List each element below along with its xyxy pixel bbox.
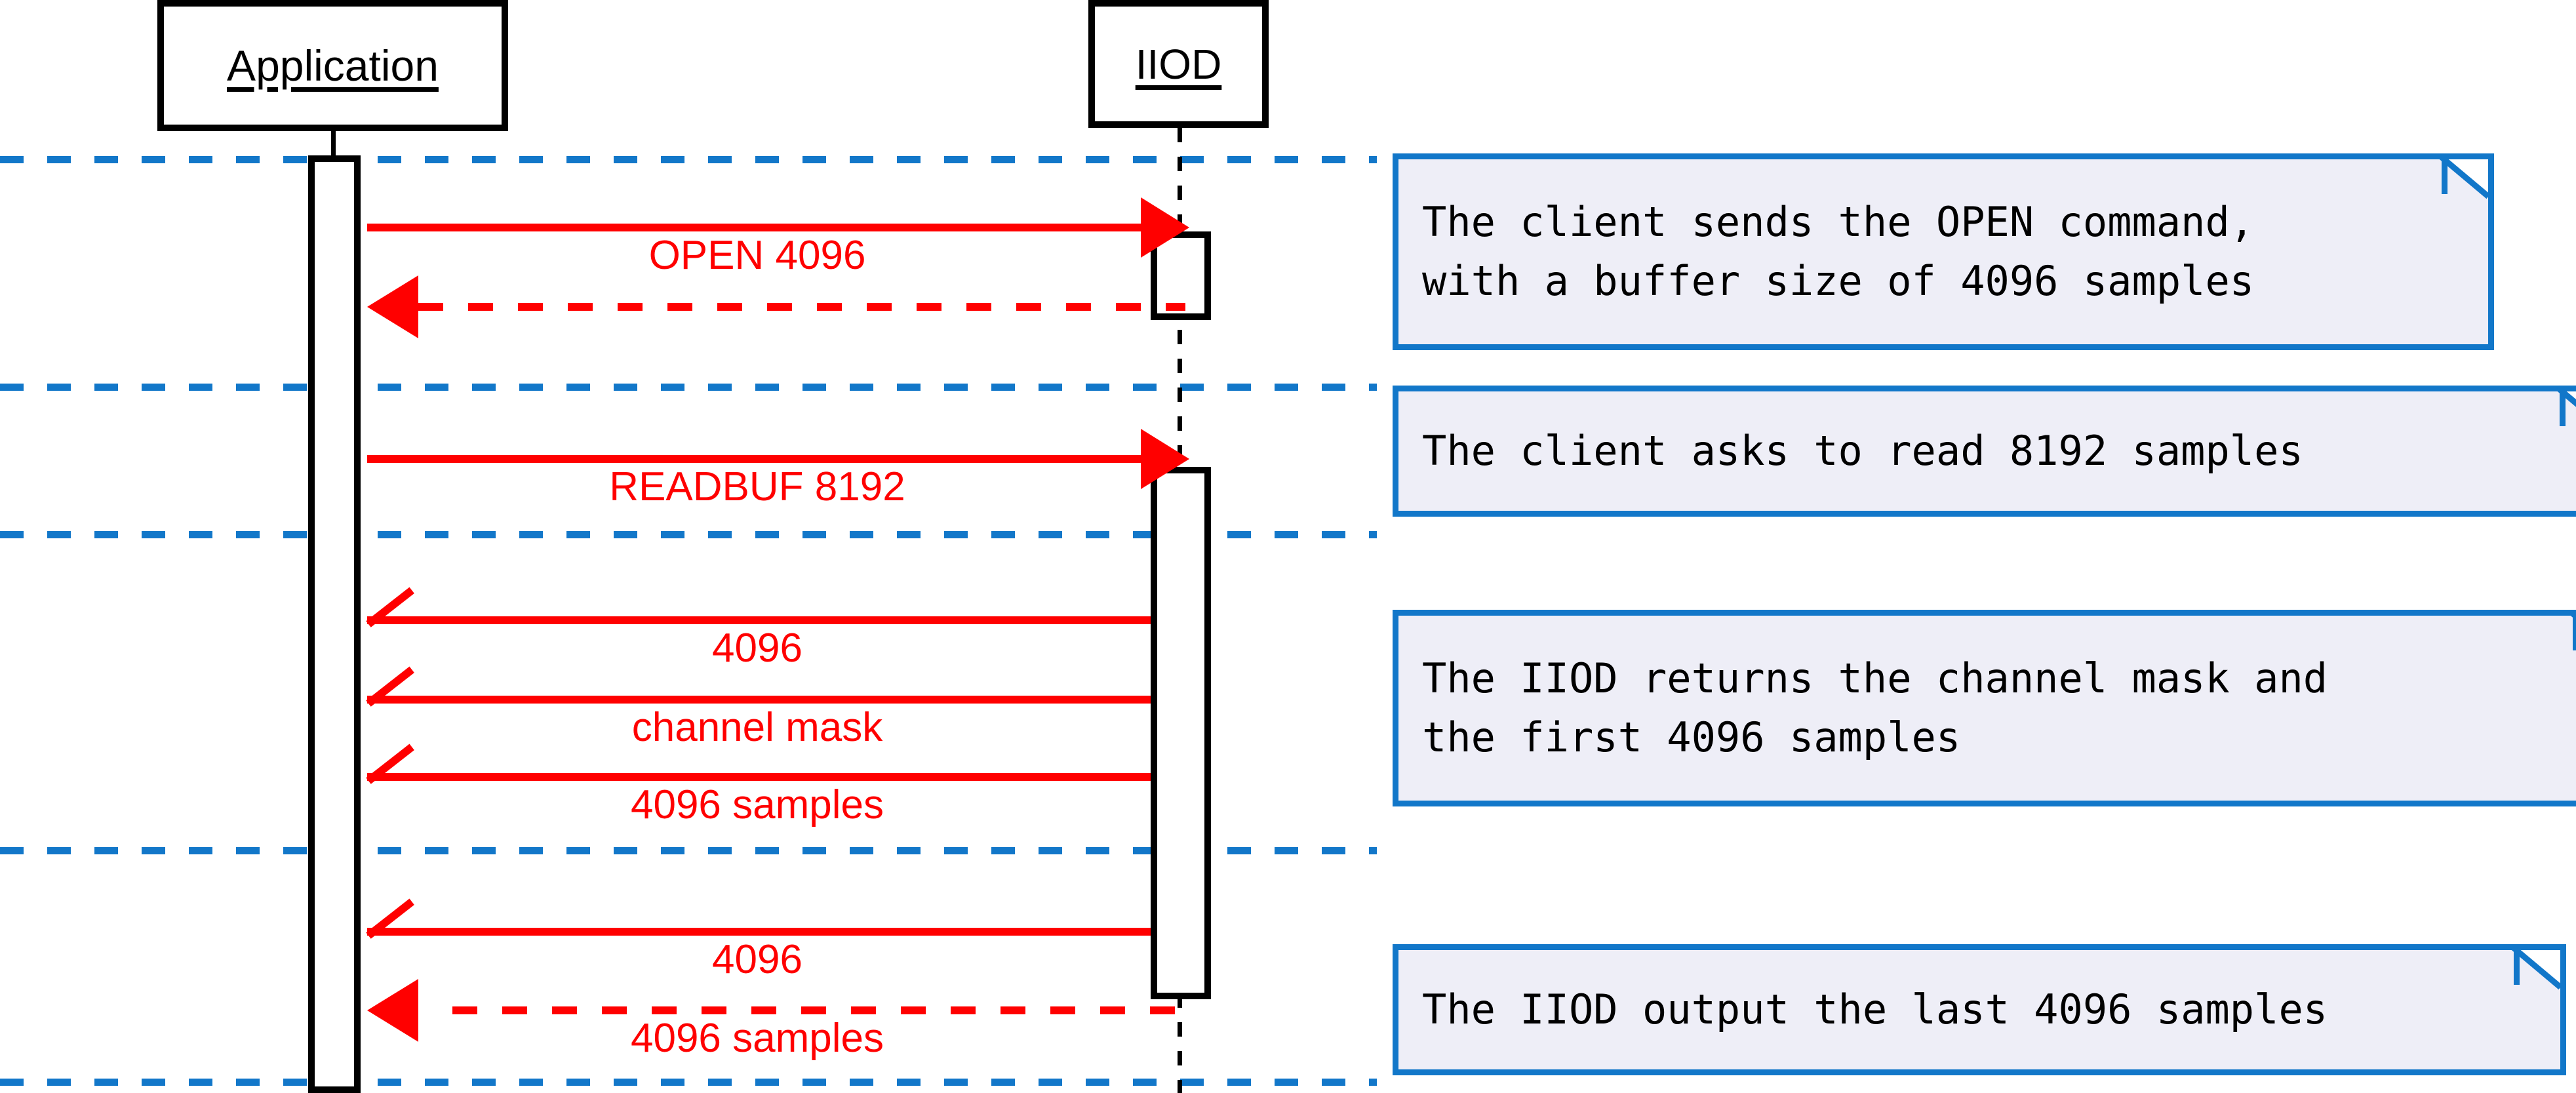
separator-line — [0, 847, 1377, 854]
separator-line — [0, 531, 1377, 538]
message-line-readbuf — [367, 455, 1141, 463]
note-fold-edge — [2442, 153, 2447, 194]
note-readbuf-request: The client asks to read 8192 samples — [1393, 386, 2576, 517]
message-line-open — [367, 224, 1141, 231]
note-open-command: The client sends the OPEN command, with … — [1393, 153, 2494, 350]
separator-line — [0, 156, 1377, 163]
message-label-readbuf: READBUF 8192 — [609, 464, 905, 509]
participant-iiod-label: IIOD — [1135, 40, 1222, 88]
participant-application-label: Application — [227, 41, 439, 90]
message-label-samples1: 4096 samples — [630, 782, 884, 827]
note-text: The client asks to read 8192 samples — [1422, 427, 2303, 475]
message-label-samples2: 4096 samples — [630, 1016, 884, 1061]
note-channel-mask-return: The IIOD returns the channel mask and th… — [1393, 610, 2576, 806]
note-last-samples: The IIOD output the last 4096 samples — [1393, 944, 2566, 1075]
note-text: The IIOD returns the channel mask and th… — [1422, 654, 2328, 761]
note-fold-edge — [2573, 610, 2576, 650]
note-text: The client sends the OPEN command, with … — [1422, 198, 2255, 305]
separator-line — [0, 1079, 1377, 1086]
message-line-size1 — [367, 616, 1151, 624]
separator-line — [0, 384, 1377, 391]
note-fold-diagonal — [2560, 985, 2566, 1025]
note-text: The IIOD output the last 4096 samples — [1422, 985, 2328, 1034]
message-line-samples2 — [452, 1006, 1187, 1014]
message-line-samples1 — [367, 773, 1151, 781]
message-label-size2: 4096 — [712, 937, 803, 982]
message-line-channel-mask — [367, 696, 1151, 704]
note-fold-diagonal — [2488, 194, 2494, 235]
message-line-open-reply — [418, 303, 1185, 311]
participant-iiod[interactable]: IIOD — [1088, 0, 1269, 128]
arrowhead-open-reply — [367, 275, 418, 338]
arrowhead-readbuf — [1141, 429, 1189, 489]
arrowhead-open — [1141, 197, 1189, 258]
activation-application — [308, 155, 361, 1093]
message-label-open: OPEN 4096 — [648, 233, 866, 278]
message-line-size2 — [367, 928, 1151, 936]
arrowhead-samples2 — [367, 979, 418, 1042]
note-fold-edge — [2560, 386, 2566, 426]
participant-application[interactable]: Application — [157, 0, 508, 131]
activation-iiod-readbuf — [1151, 467, 1211, 999]
message-label-size1: 4096 — [712, 626, 803, 671]
message-label-channel-mask: channel mask — [631, 705, 883, 750]
note-fold-edge — [2514, 944, 2520, 985]
